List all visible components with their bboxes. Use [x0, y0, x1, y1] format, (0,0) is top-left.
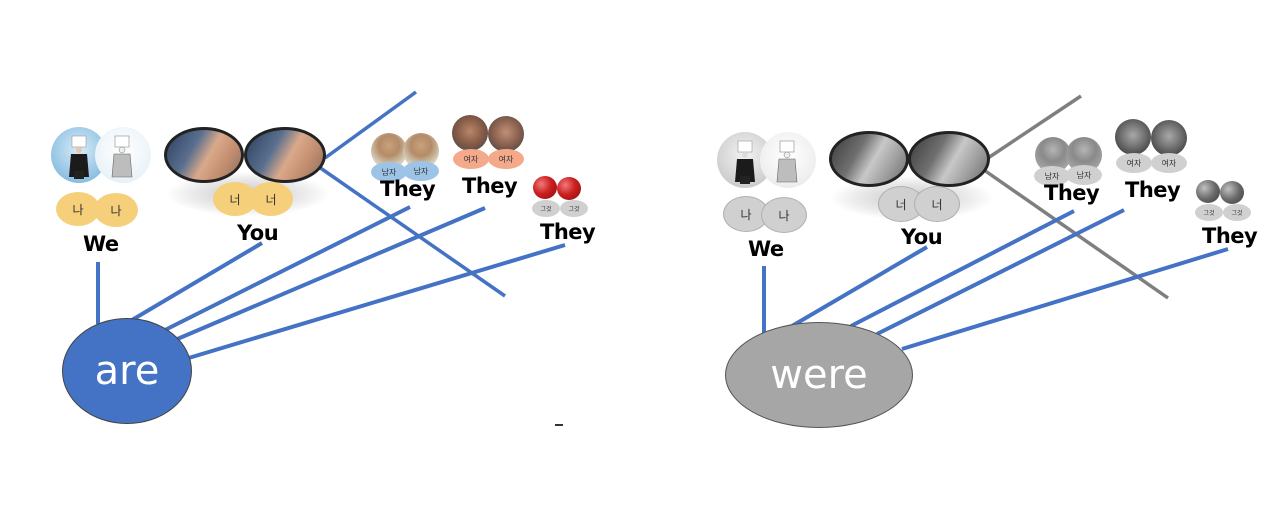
apple-image-2 — [557, 177, 581, 200]
we-label: We — [748, 237, 784, 261]
businesswoman-image-2 — [95, 127, 151, 183]
noun-pill: 그것 — [1195, 204, 1223, 221]
woman-image-1 — [452, 115, 488, 151]
they-label: They — [1202, 224, 1258, 248]
noun-pill: 그것 — [560, 200, 588, 217]
connector-lines — [762, 94, 1229, 351]
noun-pill: 그것 — [532, 200, 560, 217]
they-label: They — [1044, 181, 1100, 205]
noun-pill: 남자 — [403, 161, 439, 181]
woman-image-2 — [1151, 120, 1187, 156]
woman-image-2 — [488, 116, 524, 152]
noun-pill: 여자 — [488, 149, 524, 169]
stray-mark — [555, 424, 563, 426]
pronoun-pill: 너 — [249, 182, 293, 216]
they-label: They — [1125, 178, 1181, 202]
pointing-finger-image-1 — [164, 127, 244, 183]
you-label: You — [901, 225, 943, 249]
noun-pill: 남자 — [1034, 166, 1070, 186]
they-label: They — [540, 220, 596, 244]
they-label: They — [380, 177, 436, 201]
apple-image-1 — [1196, 180, 1220, 203]
woman-image-1 — [1115, 119, 1151, 155]
past-tense-panel: 나 나 We 너 너 You 남자 남자 They 여자 여자 They 그것 … — [640, 0, 1280, 511]
apple-image-2 — [1220, 181, 1244, 204]
pointing-finger-image-2 — [244, 127, 326, 183]
noun-pill: 여자 — [453, 149, 489, 169]
verb-bubble-are: are — [62, 318, 192, 424]
noun-pill: 여자 — [1116, 153, 1152, 173]
apple-image-1 — [533, 176, 557, 199]
pronoun-pill: 나 — [94, 193, 138, 227]
noun-pill: 여자 — [1151, 153, 1187, 173]
pointing-finger-image-1 — [829, 131, 909, 187]
noun-pill: 남자 — [1066, 165, 1102, 185]
noun-pill: 남자 — [371, 162, 407, 182]
we-label: We — [83, 232, 119, 256]
noun-pill: 그것 — [1223, 204, 1251, 221]
you-label: You — [237, 221, 279, 245]
pronoun-pill: 너 — [914, 186, 960, 222]
connector-lines — [96, 90, 566, 362]
pronoun-pill: 나 — [761, 197, 807, 233]
businesswoman-image-1 — [51, 127, 107, 183]
pointing-finger-image-2 — [908, 131, 990, 187]
they-label: They — [462, 174, 518, 198]
businesswoman-image-2 — [760, 132, 816, 188]
pronoun-pill: 나 — [56, 192, 100, 226]
present-tense-panel: 나 나 We 너 너 You 남자 남자 They 여자 여자 They 그것 … — [51, 90, 596, 426]
verb-bubble-were: were — [725, 322, 913, 428]
